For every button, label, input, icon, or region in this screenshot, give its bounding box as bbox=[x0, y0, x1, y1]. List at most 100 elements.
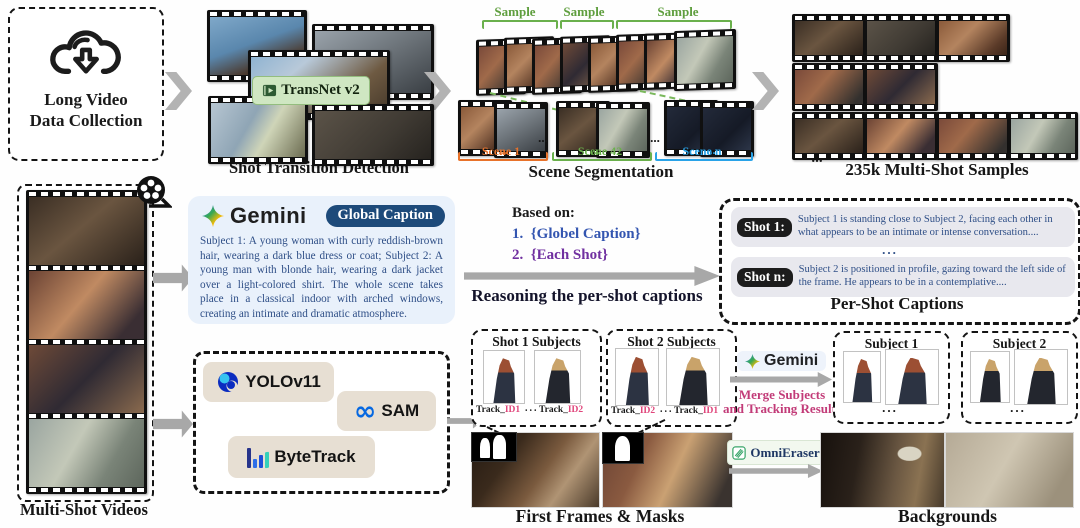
bytetrack-bars-icon bbox=[247, 446, 270, 469]
track-id-label: Track_ID1 bbox=[674, 406, 719, 416]
subject-cutout bbox=[615, 348, 659, 406]
merge-arrow bbox=[730, 372, 832, 387]
subject-2-title: Subject 2 bbox=[992, 336, 1047, 351]
yolo-pill: YOLOv11 bbox=[203, 362, 334, 402]
global-caption-text: Subject 1: A young woman with curly redd… bbox=[200, 235, 443, 320]
item-1-text: {Globel Caption} bbox=[530, 226, 641, 242]
scene-brace-1 bbox=[458, 152, 548, 161]
ellipsis: ... bbox=[706, 143, 716, 157]
shot-n-text: Subject 2 is positioned in profile, gazi… bbox=[798, 264, 1066, 288]
film-frame bbox=[864, 14, 938, 62]
multishot-samples-label: 235k Multi-Shot Samples bbox=[845, 160, 1029, 179]
background-2 bbox=[945, 432, 1074, 508]
track-id-label: Track_ID2 bbox=[611, 406, 656, 416]
merge-text-line1: Merge Subjects bbox=[738, 387, 826, 402]
ellipsis: ... bbox=[650, 130, 660, 145]
cloud-download-icon bbox=[50, 30, 121, 74]
subject-cutout bbox=[970, 351, 1010, 403]
transnet-icon bbox=[263, 84, 277, 97]
bytetrack-label: ByteTrack bbox=[274, 447, 356, 466]
scene-label-3: Scene n bbox=[682, 144, 722, 158]
ellipsis: ... bbox=[538, 130, 548, 145]
yolo-logo-icon bbox=[218, 372, 239, 392]
transnet-label: TransNet v2 bbox=[281, 82, 360, 98]
per-shot-captions-label: Per-Shot Captions bbox=[830, 294, 964, 313]
sample-brace-1 bbox=[482, 20, 558, 29]
film-frame bbox=[864, 63, 938, 111]
based-on-heading: Based on: bbox=[512, 205, 575, 221]
data-collection-box: Long Video Data Collection bbox=[8, 7, 164, 161]
shot-n-row: Shot n: Subject 2 is positioned in profi… bbox=[731, 257, 1075, 297]
shot-1-tag: Shot 1: bbox=[737, 217, 792, 237]
film-frame bbox=[864, 112, 938, 160]
ellipsis: ... bbox=[811, 150, 823, 166]
subject-cutout bbox=[483, 350, 525, 404]
multishot-videos-label: Multi-Shot Videos bbox=[20, 500, 148, 519]
global-caption-box: Gemini Global Caption Subject 1: A young… bbox=[188, 196, 455, 324]
reasoning-arrow bbox=[464, 266, 720, 286]
item-2-text: {Each Shot} bbox=[530, 247, 609, 263]
shot-1-text: Subject 1 is standing close to Subject 2… bbox=[797, 214, 1053, 238]
subject-1-title: Subject 1 bbox=[864, 336, 919, 351]
subject-cutout bbox=[885, 349, 939, 405]
film-frame bbox=[936, 14, 1010, 62]
film-column bbox=[26, 190, 147, 494]
ellipsis: ... bbox=[525, 403, 539, 414]
subject-cutout bbox=[666, 348, 720, 406]
sample-label-3: Sample bbox=[657, 4, 699, 19]
film-frame bbox=[936, 112, 1010, 160]
film-frame bbox=[792, 63, 866, 111]
subject-cutout bbox=[1014, 349, 1068, 405]
subject-cutout bbox=[843, 351, 881, 403]
merge-text-line2: and Tracking Results bbox=[723, 401, 841, 416]
ellipsis: ... bbox=[498, 143, 508, 157]
track-id-label: Track_ID1 bbox=[476, 405, 521, 415]
shot-2-subjects-title: Shot 2 Subjects bbox=[627, 334, 716, 349]
sam-label: SAM bbox=[381, 401, 420, 420]
scene-brace-2 bbox=[552, 152, 652, 161]
background-1 bbox=[820, 432, 945, 508]
sample-brace-3 bbox=[616, 20, 732, 29]
film-frame bbox=[792, 112, 866, 160]
shot-n-tag: Shot n: bbox=[737, 267, 793, 287]
flow-arrow bbox=[153, 410, 193, 438]
backgrounds-label: Backgrounds bbox=[898, 506, 997, 526]
item-2-number: 2. bbox=[512, 247, 524, 263]
based-on-item-1: 1. {Globel Caption} bbox=[512, 226, 641, 243]
omnieraser-label: OmniEraser bbox=[750, 444, 820, 460]
gemini-merge-badge: Gemini bbox=[737, 351, 827, 371]
flow-arrow bbox=[729, 464, 823, 478]
first-frames-label: First Frames & Masks bbox=[515, 506, 685, 526]
meta-infinity-icon: ∞ bbox=[353, 395, 377, 427]
yolo-label: YOLOv11 bbox=[245, 372, 321, 391]
film-frame bbox=[596, 102, 650, 158]
mask-2 bbox=[602, 432, 644, 464]
ellipsis: ... bbox=[1010, 400, 1026, 415]
flow-arrow bbox=[153, 264, 193, 292]
film-reel-icon bbox=[137, 176, 172, 208]
item-1-number: 1. bbox=[512, 226, 524, 242]
film-frame bbox=[208, 96, 308, 164]
gemini-star-icon bbox=[745, 353, 760, 369]
collection-title-line1: Long Video bbox=[44, 90, 128, 109]
film-frame bbox=[312, 104, 434, 166]
flow-arrow-chevron bbox=[165, 72, 192, 110]
film-frame bbox=[674, 28, 736, 92]
track-id-label: Track_ID2 bbox=[539, 405, 584, 415]
global-caption-badge: Global Caption bbox=[325, 205, 445, 227]
film-frame bbox=[700, 101, 754, 157]
scene-label-1: Scene 1 bbox=[481, 144, 521, 158]
sample-brace-2 bbox=[560, 20, 614, 29]
collection-title-line2: Data Collection bbox=[29, 111, 143, 131]
ellipsis: ... bbox=[882, 400, 898, 415]
bytetrack-pill: ByteTrack bbox=[228, 436, 375, 478]
film-frame bbox=[494, 102, 548, 158]
subject-cutout bbox=[534, 350, 581, 404]
mask-1 bbox=[471, 432, 517, 462]
gemini-wordmark: Gemini bbox=[230, 203, 307, 228]
shot-1-subjects-title: Shot 1 Subjects bbox=[492, 334, 581, 349]
film-frame bbox=[1008, 112, 1078, 160]
ellipsis: ... bbox=[590, 143, 600, 157]
gemini-wordmark-small: Gemini bbox=[764, 352, 819, 369]
